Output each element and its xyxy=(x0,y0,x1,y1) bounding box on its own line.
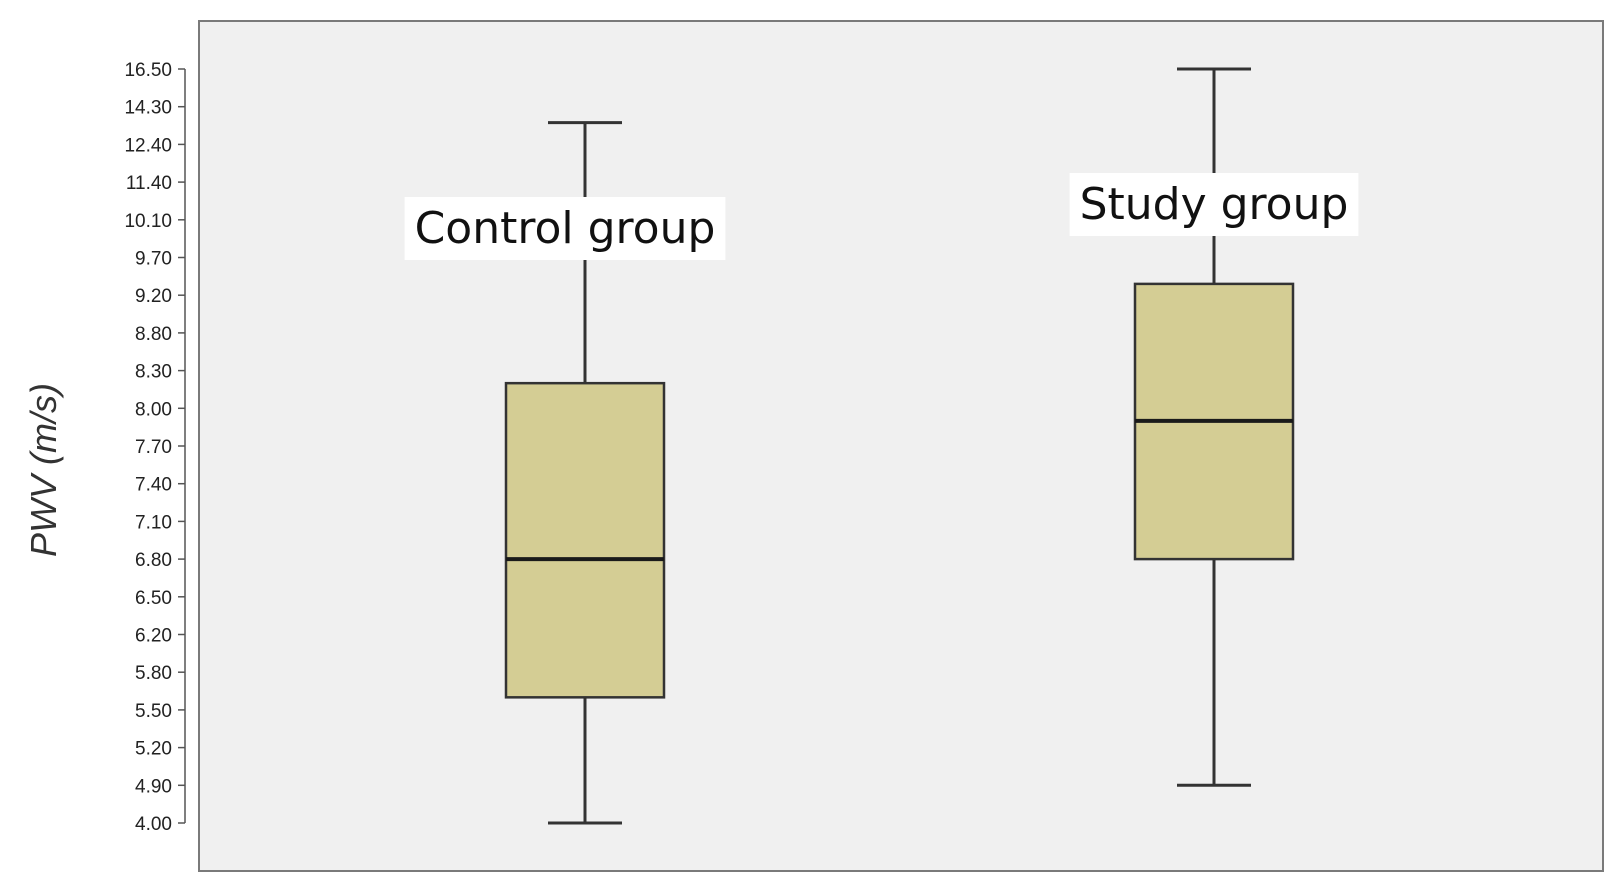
y-tick-label: 4.00 xyxy=(135,814,172,835)
y-axis-label: PWV (m/s) xyxy=(23,383,64,557)
y-axis-ticks: 16.50 14.30 12.40 11.40 10.10 9.70 9.20 8.80 8.3… xyxy=(124,60,185,835)
y-tick-label: 14.30 xyxy=(124,98,172,119)
y-tick-label: 6.50 xyxy=(135,588,172,609)
y-tick-label: 5.20 xyxy=(135,739,172,760)
box-series-2 xyxy=(1133,67,1295,787)
box-series-1 xyxy=(504,121,666,825)
y-tick-label: 8.80 xyxy=(135,324,172,345)
y-tick-label: 12.40 xyxy=(124,135,172,156)
iqr-box xyxy=(504,381,666,699)
y-tick-label: 9.20 xyxy=(135,286,172,307)
y-tick-label: 9.70 xyxy=(135,249,172,270)
group-label: Control group xyxy=(415,203,716,254)
y-tick-label: 10.10 xyxy=(124,211,172,232)
y-tick-label: 4.90 xyxy=(135,776,172,797)
y-tick-label: 16.50 xyxy=(124,60,172,81)
group-label-background xyxy=(404,197,726,260)
y-tick-label: 6.20 xyxy=(135,626,172,647)
y-tick-label: 5.50 xyxy=(135,701,172,722)
y-tick-label: 8.00 xyxy=(135,399,172,420)
y-tick-label: 7.70 xyxy=(135,437,172,458)
plot-area xyxy=(198,20,1604,872)
y-tick-label: 8.30 xyxy=(135,362,172,383)
y-tick-label: 7.10 xyxy=(135,512,172,533)
group-label-background xyxy=(1069,173,1359,236)
group-labels: Control group Study group xyxy=(404,173,1359,260)
boxes xyxy=(504,67,1295,825)
group-label: Study group xyxy=(1080,179,1349,230)
y-tick-label: 7.40 xyxy=(135,475,172,496)
y-tick-label: 11.40 xyxy=(126,173,172,194)
y-tick-label: 6.80 xyxy=(135,550,172,571)
y-tick-label: 5.80 xyxy=(135,663,172,684)
